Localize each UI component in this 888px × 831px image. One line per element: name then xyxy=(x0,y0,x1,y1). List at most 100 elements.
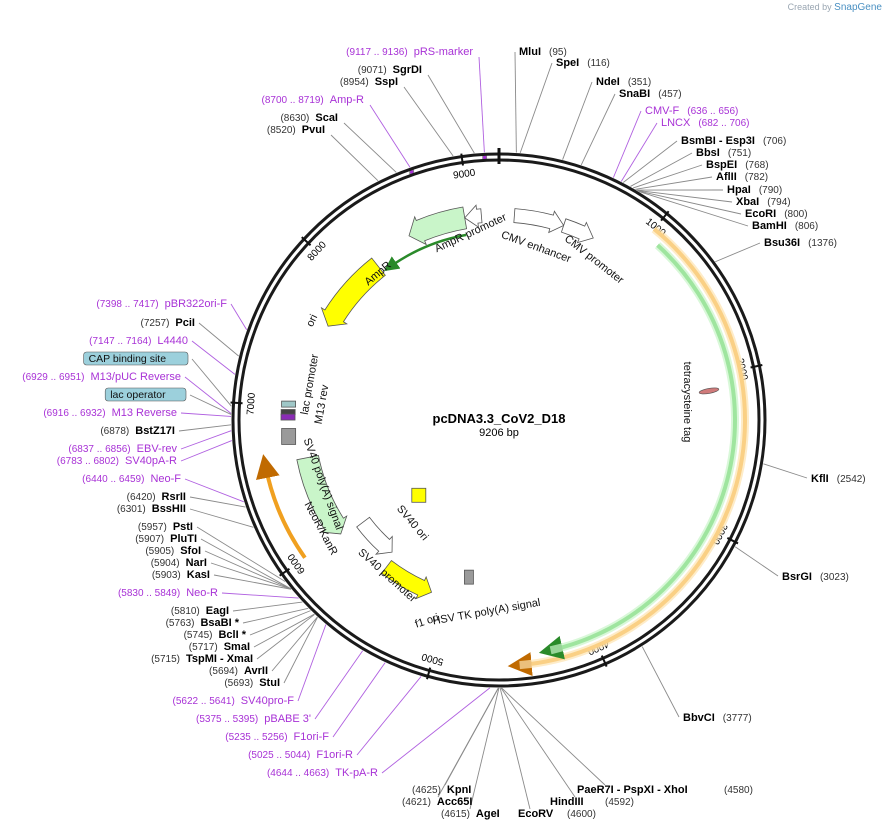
tick-mark xyxy=(726,537,739,545)
site-name: PstI xyxy=(173,521,193,533)
feature-label-hsv_tk: HSV TK poly(A) signal xyxy=(432,597,542,628)
snapgene-branding: Created by SnapGene xyxy=(788,2,882,13)
site-label-primer: (4644 .. 4663)TK-pA-R xyxy=(267,767,378,779)
site-position: (9117 .. 9136) xyxy=(346,47,408,58)
boxed-feature-label: lac operator xyxy=(110,389,166,401)
site-position: (5957) xyxy=(138,522,167,533)
site-name: HpaI xyxy=(727,184,751,196)
site-position: (351) xyxy=(628,77,651,88)
leader-line xyxy=(369,104,411,168)
leader-line xyxy=(501,687,606,786)
site-position: (768) xyxy=(745,160,768,171)
sv40-promoter-arrow xyxy=(356,516,393,555)
site-name: SnaBI xyxy=(619,88,650,100)
site-label-primer: (5375 .. 5395)pBABE 3' xyxy=(196,713,311,725)
site-name: EagI xyxy=(206,605,229,617)
site-label-enzyme: HpaI (790) xyxy=(727,184,782,196)
site-position: (5693) xyxy=(224,678,253,689)
site-name: TspMI - XmaI xyxy=(186,653,253,665)
site-label-enzyme: BsrGI(3023) xyxy=(782,571,849,583)
insert-green-halo xyxy=(549,242,739,655)
site-name: KpnI xyxy=(447,784,471,796)
sv40-ori-box xyxy=(411,487,427,503)
site-position: (751) xyxy=(728,148,751,159)
site-label-primer: (9117 .. 9136) pRS-marker xyxy=(346,46,473,58)
plasmid-name: pcDNA3.3_CoV2_D18 xyxy=(433,411,566,426)
leader-line xyxy=(427,74,475,154)
leader-line xyxy=(184,478,244,503)
site-label-enzyme: (5905)SfoI xyxy=(145,545,201,557)
leader-line xyxy=(200,538,291,590)
leader-line xyxy=(189,496,246,508)
site-label-primer: (7147 .. 7164)L4440 xyxy=(89,335,188,347)
site-name: pBR322ori-F xyxy=(165,298,228,310)
site-position: (7147 .. 7164) xyxy=(89,336,151,347)
site-name: PvuI xyxy=(302,124,325,136)
site-position: (5904) xyxy=(151,558,180,569)
site-label-primer: (6929 .. 6951)M13/pUC Reverse xyxy=(22,371,181,383)
site-name: BamHI xyxy=(752,220,787,232)
leader-line xyxy=(562,81,593,160)
site-name: Amp-R xyxy=(330,94,364,106)
site-label-enzyme: (5763)BsaBI * xyxy=(166,617,240,629)
tick-mark xyxy=(426,667,432,680)
leader-line xyxy=(715,242,761,263)
site-position: (8630) xyxy=(280,113,309,124)
site-label-enzyme: (8954)SspI xyxy=(340,76,398,88)
leader-line xyxy=(204,550,292,590)
site-name: LNCX xyxy=(661,117,691,129)
tick-mark xyxy=(660,210,670,222)
site-position: (95) xyxy=(549,47,567,58)
leader-line xyxy=(580,93,616,166)
site-label-enzyme: Bsu36I(1376) xyxy=(764,237,837,249)
site-position: (3777) xyxy=(723,713,752,724)
site-name: SfoI xyxy=(180,545,201,557)
site-position: (5694) xyxy=(209,666,238,677)
site-label-enzyme: KflI(2542) xyxy=(811,473,866,485)
leader-line xyxy=(734,546,779,577)
site-position: (7257) xyxy=(141,318,170,329)
site-label-primer: (6783 .. 6802)SV40pA-R xyxy=(57,455,177,467)
tick-mark xyxy=(460,153,464,166)
site-label-enzyme: (6420)RsrII xyxy=(127,491,186,503)
site-label-enzyme: (5810)EagI xyxy=(171,605,229,617)
site-label-enzyme: (4621)Acc65I xyxy=(402,796,472,808)
leader-line xyxy=(242,607,309,624)
site-name: pRS-marker xyxy=(414,46,474,58)
leader-line xyxy=(180,430,232,450)
leader-line xyxy=(356,676,422,756)
site-position: (6783 .. 6802) xyxy=(57,456,119,467)
site-label-enzyme: (5904)NarI xyxy=(151,557,207,569)
tick-mark xyxy=(279,567,291,577)
site-name: HindIII xyxy=(550,796,584,808)
site-label-primer: (8700 .. 8719)Amp-R xyxy=(262,94,365,106)
leader-line xyxy=(180,412,232,417)
site-label-enzyme: BspEI (768) xyxy=(706,159,769,171)
leader-line xyxy=(637,189,733,203)
site-name: BbsI xyxy=(696,147,720,159)
leader-line xyxy=(403,86,454,157)
site-label-enzyme: BbsI (751) xyxy=(696,147,751,159)
site-name: BspEI xyxy=(706,159,737,171)
site-position: (6301) xyxy=(117,504,146,515)
leader-line xyxy=(630,152,693,187)
neor-orange-band xyxy=(256,454,307,559)
site-position: (800) xyxy=(784,209,807,220)
site-label-enzyme: (5907)PluTI xyxy=(135,533,197,545)
site-name: Neo-F xyxy=(150,473,181,485)
site-label-enzyme: EcoRI(800) xyxy=(745,208,808,220)
site-label-enzyme: (4625)KpnI xyxy=(412,784,471,796)
site-name: XbaI xyxy=(736,196,759,208)
leader-line xyxy=(256,614,315,660)
hsv-tk-box xyxy=(464,569,474,585)
site-position: (790) xyxy=(759,185,782,196)
site-name: SmaI xyxy=(224,641,250,653)
site-name: KflI xyxy=(811,473,829,485)
site-label-enzyme: (7257)PciI xyxy=(141,317,195,329)
site-label-primer: (7398 .. 7417)pBR322ori-F xyxy=(96,298,227,310)
site-label-primer: (6440 .. 6459)Neo-F xyxy=(82,473,181,485)
feature-label-m13_rev: M13 rev xyxy=(313,383,332,425)
ori-arrow xyxy=(320,257,386,327)
ampr-green-band xyxy=(383,233,467,272)
site-label-enzyme: (8630)ScaI xyxy=(280,112,338,124)
